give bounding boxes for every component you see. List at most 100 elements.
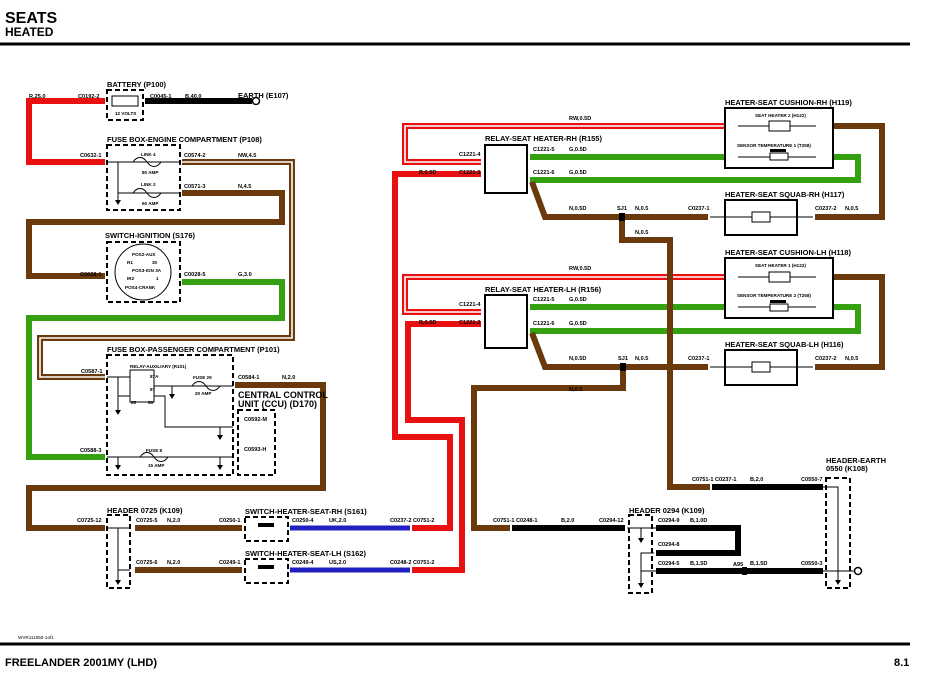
connector-label: C0249-1 [219,560,240,566]
connector-label: C0294-12 [599,518,624,524]
internal-label: 1 [156,276,159,281]
wire-label: G,0.5D [569,170,587,176]
wire-label: N,0.5 [845,206,858,212]
internal-label: 20 AMP [195,391,211,396]
connector-label: C1221-2 [459,170,480,176]
switch-heater-rh-box [244,516,289,542]
connector-label: C0192-2 [78,94,99,100]
internal-label: 80 AMP [142,170,158,175]
connector-label: C1221-2 [459,320,480,326]
connector-label: C0587-1 [81,369,102,375]
component-label: RELAY-SEAT HEATER-RH (R155) [485,134,602,143]
wire-red-lh [405,321,481,573]
component-label: HEATER-SEAT CUSHION-RH (H119) [725,98,852,107]
internal-label: 30 [152,260,158,265]
wire-label: R,25.0 [29,94,45,100]
component-label: SWITCH-HEATER-SEAT-LH (S162) [245,549,366,558]
connector-label: C0237-2 [815,356,836,362]
component-label: HEADER-EARTH [826,456,886,465]
earth-icon [251,96,261,106]
connector-label: C0751-1 C0248-1 [493,518,537,524]
wire-label: N,0.5D [569,206,586,212]
wire-n20-ccu [26,382,326,531]
connector-label: C1221-5 [533,297,554,303]
wire-label: B,1.5D [750,561,767,567]
component-label: HEATER-SEAT SQUAB-LH (H116) [725,340,844,349]
connector-label: C0250-1 [219,518,240,524]
internal-label: SEAT HEATER 1 (H122) [755,263,806,268]
connector-label: C0237-1 [688,206,709,212]
splice-a95 [742,567,747,575]
wire-labels: R,25.0 B,40.0 NW,4.5 N,4.5 G,3.0 N,2.0 N… [29,94,858,567]
wire-label: RW,0.5D [569,266,591,272]
splice-sj1-rh [619,213,625,221]
wire-label: B,2.0 [561,518,574,524]
relay-rh-box [484,144,528,194]
internal-label: 12 VOLTS [115,111,136,116]
component-label: EARTH (E107) [238,91,289,100]
wire-label: N,0.5 [569,387,582,393]
fuse-box-engine [106,144,181,211]
connector-label: C0250-4 [292,518,314,524]
connector-label: C0248-2 C0751-2 [390,560,434,566]
wire-label: B,2.0 [750,477,763,483]
connector-label: C1221-4 [459,152,481,158]
internal-label: SENSOR TEMPERATURE 1 (T258) [737,143,811,148]
connector-label: C1221-6 [533,170,554,176]
connector-labels: C0192-2 C0045-1 C0632-1 C0574-2 C0571-3 … [77,94,836,567]
connector-label: C1221-6 [533,321,554,327]
component-label: SWITCH-IGNITION (S176) [105,231,196,240]
component-label: FUSE BOX-ENGINE COMPARTMENT (P108) [107,135,262,144]
wires [26,98,885,575]
connector-label: C0751-1 C0237-1 [692,477,736,483]
wire-label: G,0.5D [569,147,587,153]
connector-label: C0237-2 [815,206,836,212]
page-title: SEATS [5,10,57,27]
wire-label: N,2.0 [167,518,180,524]
component-label: BATTERY (P100) [107,80,167,89]
connector-label: C0632-1 [80,153,101,159]
earth-icon [853,566,863,576]
internal-label: IR2 [127,276,135,281]
component-label: 0550 (K108) [826,464,868,473]
wire-label: G,0.5D [569,321,587,327]
wire-label: B,1.5D [690,561,707,567]
splice-label: SJ1 [618,356,628,362]
component-label: HEATER-SEAT CUSHION-LH (H118) [725,248,851,257]
connector-label: C0574-2 [184,153,205,159]
wire-n05-lh [529,331,708,370]
connector-label: C0725-6 [136,560,157,566]
wire-label: N,4.5 [238,184,251,190]
wire-n45 [26,190,285,279]
components [106,89,863,594]
connector-label: C0028-5 [184,272,205,278]
ccu-box [237,409,276,476]
connector-label: C0588-3 [80,448,101,454]
page-number: 8.1 [894,657,909,669]
page-subtitle: HEATED [5,25,54,39]
connector-label: C1221-4 [459,302,481,308]
component-label: CENTRAL CONTROL [238,390,328,400]
wire-label: B,1.0D [690,518,707,524]
wire-g-lh-2 [530,304,861,334]
internal-labels: 12 VOLTS LINK 4 80 AMP LINK 2 60 AMP POS… [115,111,811,568]
footer-model: FREELANDER 2001MY (LHD) [5,657,157,669]
relay-pin-label: 87 [150,387,156,392]
relay-pin-label: 86 [148,400,154,405]
header-0294-box [628,514,653,594]
connector-label: C0028-1 [80,272,101,278]
internal-label: C0593-H [244,447,266,453]
internal-label: R1 [127,260,133,265]
wire-n05-lh-down [471,367,626,531]
fuse-box-passenger [106,354,234,476]
wire-label: N,0.5 [845,356,858,362]
wire-label: R,0.5D [419,170,436,176]
splice-label: SJ1 [617,206,627,212]
component-label: HEADER 0725 (K109) [107,506,183,515]
wire-label: UK,2.0 [329,518,346,524]
internal-label: RELAY-AUXILIARY (R101) [130,364,187,369]
component-label: HEATER-SEAT SQUAB-RH (H117) [725,190,845,199]
wire-label: B,40.0 [185,94,201,100]
wire-n05-rh-down [619,217,710,490]
internal-label: C0592-M [244,417,267,423]
